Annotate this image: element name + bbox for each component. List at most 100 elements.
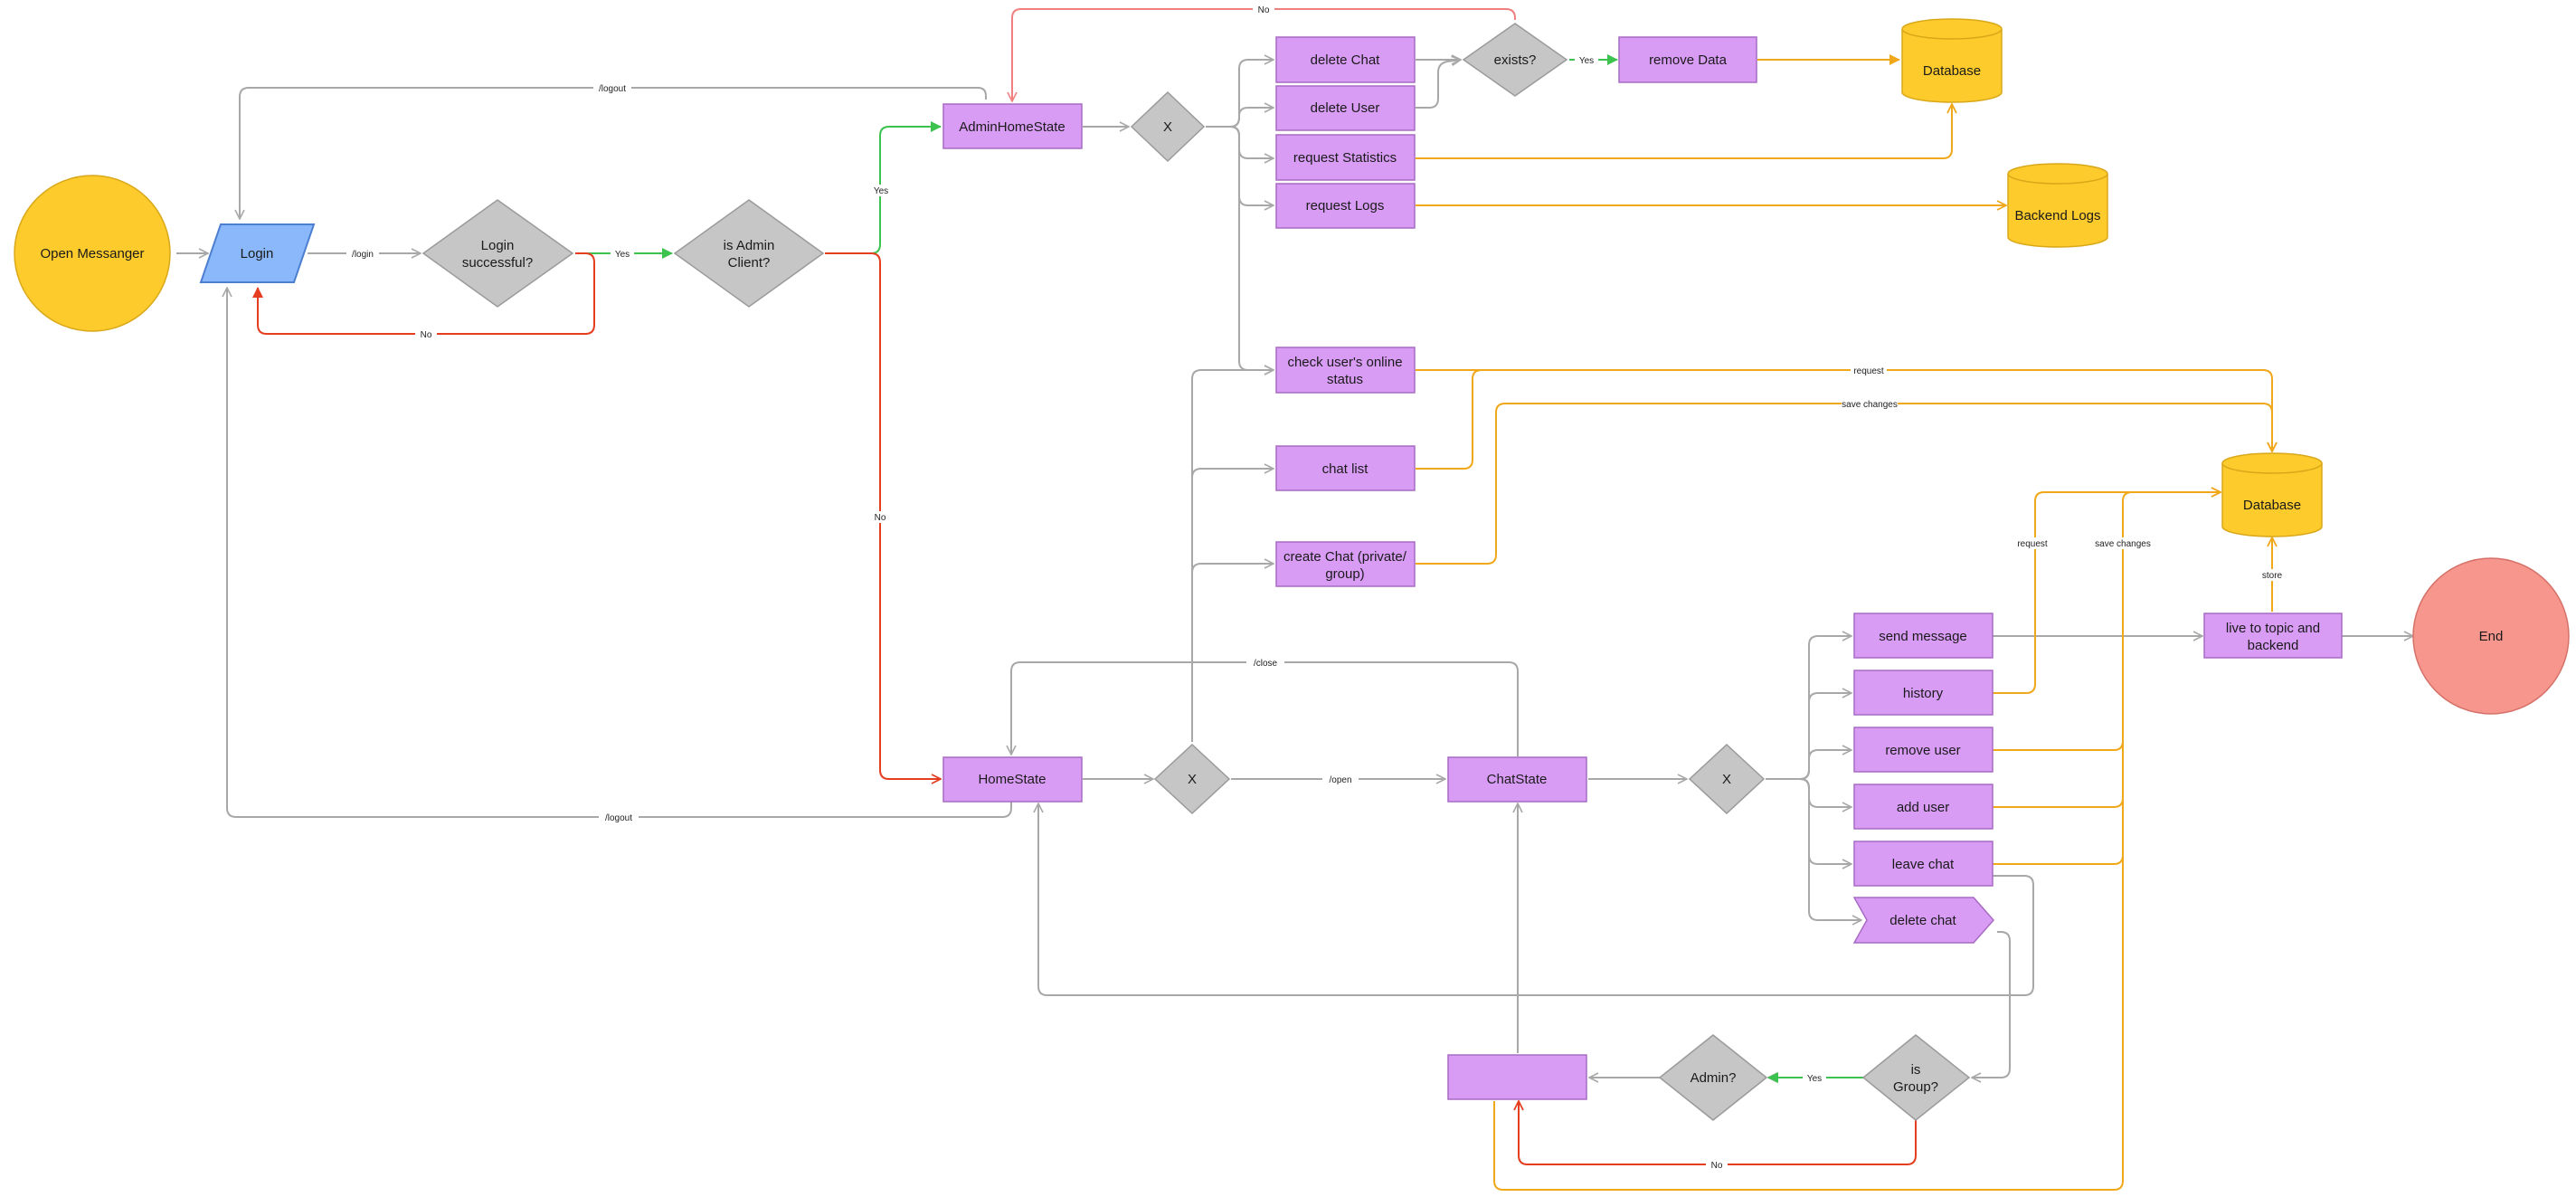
- svg-text:Admin?: Admin?: [1690, 1070, 1737, 1086]
- request-logs-box: request Logs: [1275, 183, 1416, 229]
- edge-stats-database: [1416, 104, 1952, 159]
- svg-text:No: No: [1711, 1161, 1723, 1171]
- svg-text:check user's online: check user's online: [1287, 355, 1402, 370]
- svg-text:/close: /close: [1254, 659, 1278, 669]
- svg-text:delete chat: delete chat: [1889, 913, 1956, 928]
- remove-user-box: remove user: [1853, 727, 1994, 773]
- is-group-decision: is Group?: [1861, 1034, 1971, 1121]
- svg-text:Yes: Yes: [1579, 56, 1594, 66]
- edge-homestate-logout: [227, 288, 1012, 818]
- svg-text:create Chat (private/: create Chat (private/: [1283, 549, 1407, 565]
- svg-text:backend: backend: [2248, 638, 2299, 653]
- backend-logs-cylinder: Backend Logs: [2007, 163, 2108, 248]
- svg-text:is Admin: is Admin: [724, 238, 775, 253]
- edge-chatx-removeuser: [1766, 750, 1852, 780]
- svg-text:Open Messanger: Open Messanger: [40, 246, 144, 261]
- edge-label-login: /login: [346, 248, 379, 260]
- database-mid-cylinder: Database: [2221, 452, 2323, 537]
- svg-text:leave chat: leave chat: [1892, 857, 1955, 872]
- edge-label-yes-exists: Yes: [1575, 54, 1598, 66]
- edge-label-no-login: No: [415, 328, 437, 340]
- svg-text:status: status: [1327, 372, 1363, 387]
- edge-leavechat-homestate: [1038, 803, 2034, 996]
- svg-text:No: No: [875, 513, 886, 523]
- svg-text:request: request: [1853, 366, 1884, 376]
- svg-text:ChatState: ChatState: [1487, 772, 1548, 787]
- svg-text:is: is: [1911, 1062, 1921, 1078]
- svg-text:Backend Logs: Backend Logs: [2014, 208, 2100, 223]
- check-online-box: check user's online status: [1275, 347, 1416, 394]
- svg-text:HomeState: HomeState: [978, 772, 1046, 787]
- edge-adminhome-logout: [240, 87, 987, 219]
- svg-text:remove Data: remove Data: [1649, 52, 1728, 68]
- chat-state-box: ChatState: [1447, 756, 1587, 803]
- edge-x-deleteuser: [1206, 108, 1274, 128]
- edge-label-yes-group: Yes: [1803, 1072, 1826, 1084]
- svg-text:group): group): [1325, 566, 1364, 582]
- edge-homex-checkonline: [1191, 370, 1274, 742]
- home-x-decision: X: [1153, 743, 1231, 815]
- blank-process-box: [1447, 1054, 1587, 1100]
- svg-text:Login: Login: [241, 246, 274, 261]
- svg-text:No: No: [1258, 5, 1270, 15]
- chat-x-decision: X: [1688, 743, 1766, 815]
- svg-text:/logout: /logout: [605, 813, 632, 823]
- edge-label-no-top: No: [1253, 4, 1274, 15]
- svg-text:Database: Database: [2243, 498, 2301, 513]
- edge-label-open: /open: [1322, 774, 1359, 785]
- edge-label-logout-bottom: /logout: [599, 812, 639, 823]
- edge-no-login-retry: [252, 252, 595, 335]
- edge-label-request-a: request: [1851, 365, 1887, 376]
- edge-label-close: /close: [1246, 657, 1284, 669]
- request-statistics-box: request Statistics: [1275, 134, 1416, 181]
- edge-label-save-changes-b: save changes: [2094, 537, 2152, 549]
- edge-label-yes-admin: Yes: [869, 185, 893, 196]
- svg-text:Login: Login: [481, 238, 515, 253]
- svg-text:exists?: exists?: [1494, 52, 1537, 68]
- svg-text:Group?: Group?: [1893, 1079, 1938, 1095]
- edge-homex-createchat: [1191, 564, 1274, 742]
- edge-deleteuser-exists: [1416, 60, 1461, 109]
- svg-text:Yes: Yes: [874, 186, 888, 196]
- svg-text:X: X: [1188, 772, 1197, 787]
- svg-text:End: End: [2479, 629, 2504, 644]
- open-messanger-node: Open Messanger: [14, 175, 171, 332]
- edge-createchat-db: [1416, 403, 2272, 565]
- svg-text:X: X: [1163, 119, 1172, 135]
- edge-leavechat-db: [1993, 501, 2124, 865]
- history-box: history: [1853, 670, 1994, 716]
- svg-text:send message: send message: [1879, 629, 1967, 644]
- svg-text:history: history: [1903, 686, 1944, 701]
- exists-decision: exists?: [1462, 23, 1568, 97]
- send-message-box: send message: [1853, 613, 1994, 659]
- admin-x-decision: X: [1130, 90, 1206, 163]
- svg-text:No: No: [421, 330, 432, 340]
- edge-check-db: [1416, 369, 2272, 451]
- svg-text:request: request: [2017, 539, 2048, 549]
- leave-chat-box: leave chat: [1853, 841, 1994, 887]
- edge-chatx-deletechat: [1766, 778, 1861, 920]
- svg-text:chat list: chat list: [1322, 461, 1369, 477]
- edge-blank-db: [1493, 501, 2124, 1191]
- edge-no-exists-adminhome: [1012, 8, 1516, 101]
- edge-label-request-b: request: [2014, 537, 2050, 549]
- remove-data-box: remove Data: [1618, 36, 1757, 83]
- edge-x-checkonline: [1206, 126, 1274, 370]
- svg-text:remove user: remove user: [1885, 743, 1960, 758]
- edge-deletechat-isgroup: [1972, 931, 2011, 1078]
- svg-text:Client?: Client?: [728, 255, 771, 271]
- end-node: End: [2412, 557, 2570, 715]
- svg-text:successful?: successful?: [462, 255, 533, 271]
- svg-text:save changes: save changes: [1842, 400, 1898, 410]
- edge-label-yes-login: Yes: [611, 248, 634, 260]
- svg-text:/login: /login: [352, 250, 374, 260]
- edge-history-db: [1993, 492, 2221, 694]
- edge-label-no-group: No: [1706, 1159, 1728, 1171]
- edge-homex-chatlist: [1191, 469, 1274, 742]
- svg-text:delete Chat: delete Chat: [1311, 52, 1381, 68]
- login-node: Login: [199, 223, 316, 283]
- database-top-cylinder: Database: [1901, 18, 2003, 103]
- svg-text:live to topic and: live to topic and: [2226, 621, 2320, 636]
- svg-text:request Logs: request Logs: [1306, 198, 1385, 214]
